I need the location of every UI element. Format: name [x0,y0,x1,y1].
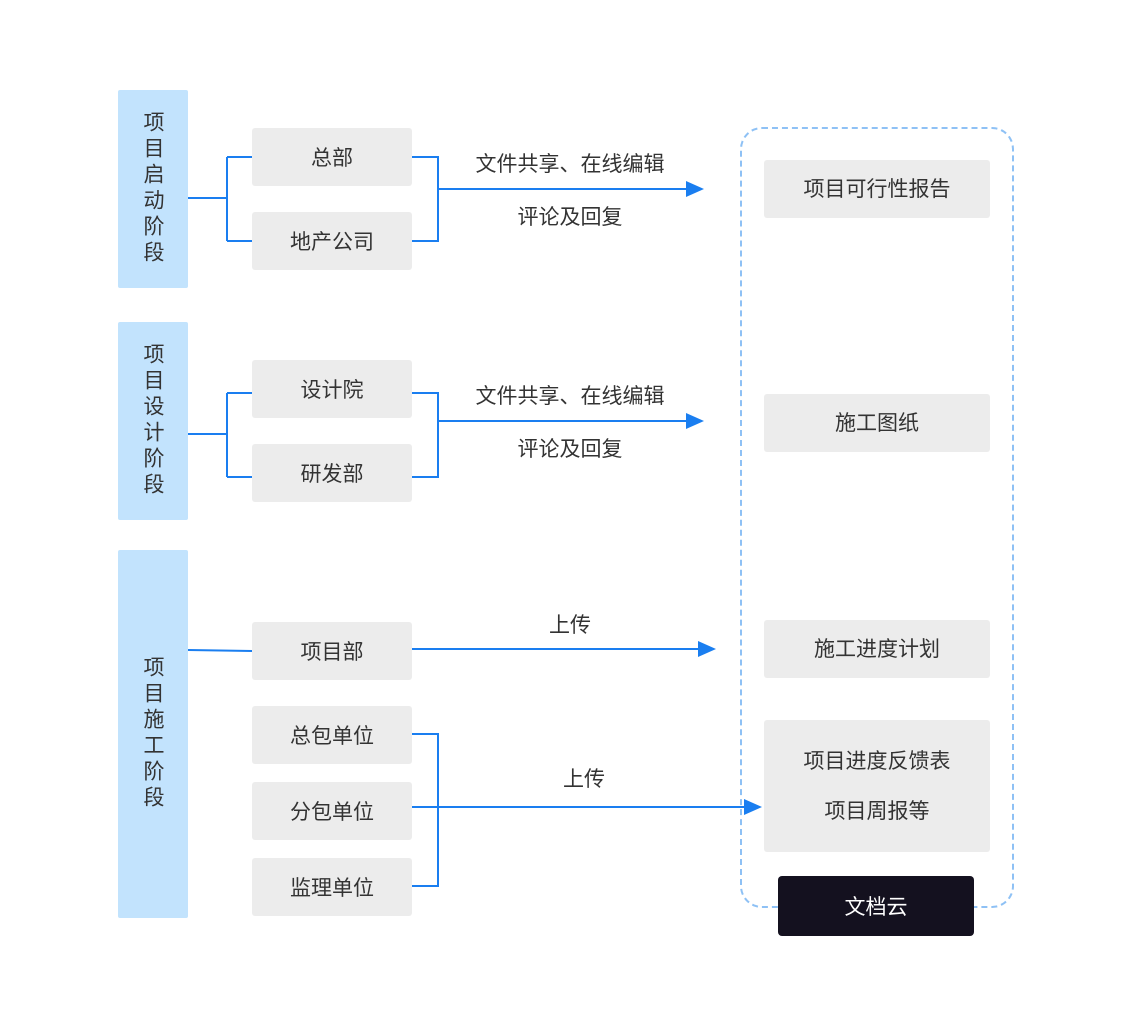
arrow-head-1 [686,181,704,197]
stage-label: 项目设计阶段 [141,343,165,499]
participant-project-department: 项目部 [252,622,412,680]
participant-rd-department: 研发部 [252,444,412,502]
stage-project-design: 项目设计阶段 [118,322,188,520]
document-line: 项目可行性报告 [803,177,951,201]
document-feasibility-report: 项目可行性报告 [764,160,990,218]
document-line: 项目进度反馈表 [803,749,951,773]
stage-label: 项目启动阶段 [141,111,165,267]
stage1-right-bracket [412,156,690,242]
document-construction-drawings: 施工图纸 [764,394,990,452]
document-line: 项目周报等 [824,799,930,823]
stage2-right-bracket [412,392,690,478]
flow-label-share-edit-2: 文件共享、在线编辑 [475,384,665,408]
stage-label: 项目施工阶段 [141,656,165,812]
flow-label-upload-2: 上传 [563,767,605,791]
flow-label-upload-1: 上传 [549,613,591,637]
participant-supervision-unit: 监理单位 [252,858,412,916]
stage-project-startup: 项目启动阶段 [118,90,188,288]
document-line: 施工图纸 [835,411,919,435]
arrow-head-2 [686,413,704,429]
flow-label-comment-reply-2: 评论及回复 [517,437,623,461]
document-cloud-label: 文档云 [778,876,974,936]
document-line: 施工进度计划 [814,637,940,661]
stage1-left-bracket [188,156,252,242]
stage3-link [187,649,253,652]
participant-real-estate-company: 地产公司 [252,212,412,270]
stage3-right-bracket [412,733,748,887]
document-progress-feedback: 项目进度反馈表 项目周报等 [764,720,990,852]
flow-label-comment-reply-1: 评论及回复 [517,205,623,229]
participant-design-institute: 设计院 [252,360,412,418]
participant-general-contractor: 总包单位 [252,706,412,764]
document-construction-schedule: 施工进度计划 [764,620,990,678]
stage2-left-bracket [188,392,252,478]
participant-headquarters: 总部 [252,128,412,186]
participant-subcontractor: 分包单位 [252,782,412,840]
stage-project-construction: 项目施工阶段 [118,550,188,918]
arrow-head-3 [698,641,716,657]
flow-label-share-edit-1: 文件共享、在线编辑 [475,152,665,176]
arrow-head-4 [744,799,762,815]
